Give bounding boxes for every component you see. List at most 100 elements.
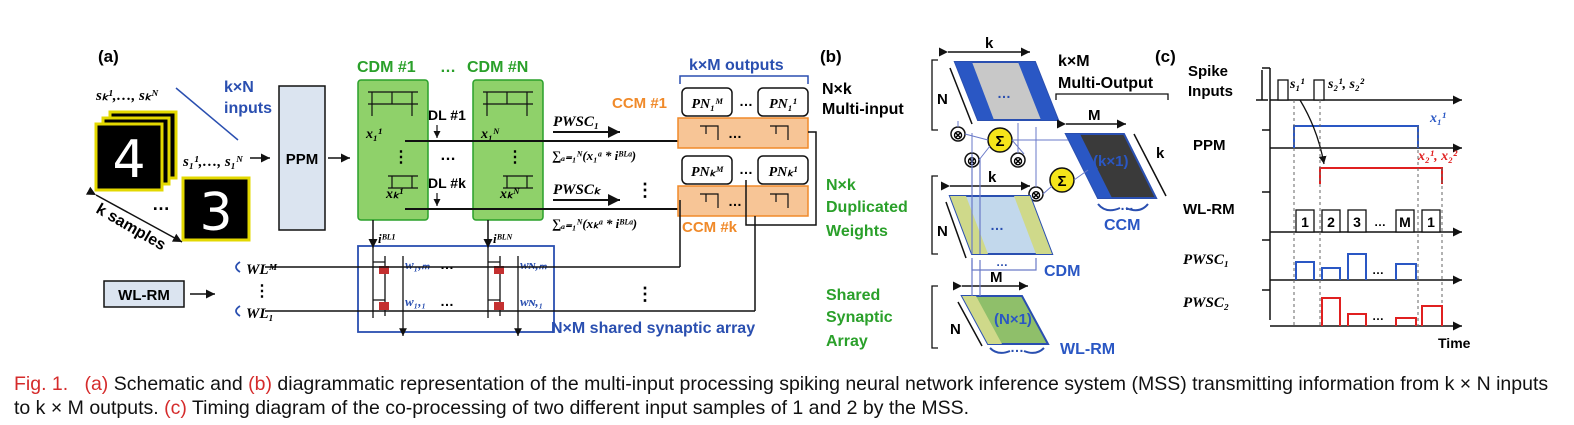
ccm-transistors — [700, 125, 789, 208]
s2-c-label: s₂¹, s₂² — [1327, 77, 1365, 92]
shared-array-box — [357, 245, 555, 333]
spike-1 — [1277, 79, 1289, 101]
s1-c-label: s₁¹ — [1289, 77, 1305, 92]
ccm1-dots: … — [728, 125, 742, 141]
panel-c-label: (c) — [1155, 47, 1176, 66]
cell-N1 — [494, 302, 504, 310]
wl-box-label-1: 2 — [1327, 214, 1335, 230]
x1N-label: x₁ᴺ — [480, 127, 500, 142]
outputs-label: k×M outputs — [689, 57, 784, 74]
dup-left-col — [950, 196, 988, 254]
multi-input-right-col — [1018, 62, 1058, 120]
dlk-label: DL #k — [428, 175, 466, 191]
caption-a: (a) — [84, 373, 109, 395]
cdmN-label: CDM #N — [467, 59, 528, 76]
ccmk-label: CCM #k — [682, 219, 738, 236]
ccm-label: CCM — [1104, 217, 1140, 234]
wN1-label: wɴ,₁ — [520, 294, 543, 309]
pwsc1-c-label: PWSC₁ — [1183, 252, 1229, 268]
k-label-mid: k — [988, 169, 997, 186]
spike-2 — [1313, 79, 1325, 101]
ppm-pulse-2 — [1319, 167, 1443, 184]
wl-box-2 — [1347, 209, 1367, 233]
dup-right-col — [1014, 196, 1052, 254]
pn1M-label: PN₁ᴹ — [691, 97, 724, 112]
timing-axes — [1256, 67, 1462, 331]
pwsc2-c-label: PWSC₂ — [1183, 295, 1229, 311]
pwsc2-dots: … — [1372, 309, 1384, 323]
cell-NM — [494, 266, 504, 274]
dl-dots: … — [440, 147, 456, 164]
multi-input-left-col — [955, 62, 994, 120]
nxk-multi-1: N×k — [822, 81, 852, 98]
sum-node-2-symbol: Σ — [1057, 173, 1066, 190]
dup-2: Duplicated — [826, 199, 908, 216]
w1M-label: w₁,ₘ — [405, 257, 430, 272]
multi-output-col — [1066, 134, 1112, 198]
cdm1-label: CDM #1 — [357, 59, 416, 76]
wl-box-label-5: 1 — [1427, 214, 1435, 230]
spike-labels-mid: s₁¹,…, s₁ᴺ — [182, 154, 244, 170]
ibl1-label: iᴮᴸ¹ — [378, 231, 395, 246]
pn11-box — [757, 87, 809, 117]
cdm-label: CDM — [1044, 263, 1080, 280]
cell-1M — [379, 266, 389, 274]
shared-array-label: N×M shared synaptic array — [551, 320, 755, 337]
multiplier-4-symbol: ⊗ — [1031, 188, 1041, 202]
figure-caption: Fig. 1. (a) Schematic and (b) diagrammat… — [14, 372, 1564, 420]
time-label: Time — [1438, 335, 1471, 351]
xkN-label: xₖᴺ — [499, 187, 520, 202]
wl-box-label-0: 1 — [1301, 214, 1309, 230]
dup-3: Weights — [826, 223, 888, 240]
pnk1-label: PNₖ¹ — [769, 165, 798, 180]
pwsck-label: PWSCₖ — [553, 182, 602, 198]
ppm-box — [278, 85, 326, 231]
ccmk-dots: … — [728, 193, 742, 209]
wlrm-dots: … — [1010, 339, 1024, 355]
cdm-transistors — [368, 91, 533, 189]
x11-label: x₁¹ — [365, 127, 382, 142]
panel-a-label: (a) — [98, 47, 119, 66]
caption-fig: Fig. 1. — [14, 373, 69, 395]
ppm-c-label: PPM — [1193, 137, 1226, 154]
mnist-stack: 4 — [94, 110, 178, 192]
wl1-label: WL₁ — [246, 306, 274, 322]
wl-box-label-2: 3 — [1353, 214, 1361, 230]
pn-dots-k: … — [739, 161, 753, 177]
k-samples-arrow — [85, 186, 183, 243]
inputs-word: inputs — [224, 100, 272, 117]
b-vertical-connectors — [971, 154, 981, 296]
spike-labels-top: sₖ¹,…, sₖᴺ — [95, 88, 159, 104]
digit-image-bottom — [181, 176, 251, 242]
shared-left-col — [962, 296, 1002, 344]
caption-t1: Schematic and — [108, 373, 249, 395]
pnkM-label: PNₖᴹ — [691, 165, 725, 180]
pnkM-box — [681, 155, 733, 185]
panel-b: (b) N×k Multi-input k … N k×M Multi-Outp… — [820, 35, 1169, 358]
wl-rm-label: WL-RM — [118, 287, 170, 304]
pwsc1-pulses — [1295, 253, 1417, 280]
multi-input-dots: … — [997, 85, 1011, 101]
wl-box-ellipsis: … — [1374, 215, 1386, 229]
pwsc2-pulses — [1321, 297, 1443, 326]
nxk-multi-2: Multi-input — [822, 101, 904, 118]
kxM-multi-1: k×M — [1058, 53, 1090, 70]
pn11-label: PN₁¹ — [769, 97, 797, 112]
wl-rm-box — [103, 280, 185, 308]
figure-canvas: (a) sₖ¹,…, sₖᴺ k×N inputs 4 s₁¹,…, s₁ᴺ …… — [85, 35, 1471, 358]
dup-1: N×k — [826, 177, 856, 194]
pn1M-box — [681, 87, 733, 117]
k-label-right: k — [1156, 145, 1165, 162]
w-dots-top: … — [440, 256, 454, 272]
wl-rm-c-label: WL-RM — [1183, 201, 1235, 218]
shared-1: Shared — [826, 287, 880, 304]
kx1-label: (k×1) — [1093, 153, 1128, 170]
w11-label: w₁,₁ — [405, 294, 426, 309]
k-label-top: k — [985, 35, 994, 52]
x21-c-label: x₂¹, x₂² — [1417, 149, 1458, 164]
sum-node-1-symbol: Σ — [995, 133, 1004, 150]
ccm1-label: CCM #1 — [612, 95, 667, 112]
cdm-dots: … — [996, 255, 1008, 269]
wl-box-5 — [1421, 209, 1441, 233]
timing-guides — [1293, 100, 1443, 326]
